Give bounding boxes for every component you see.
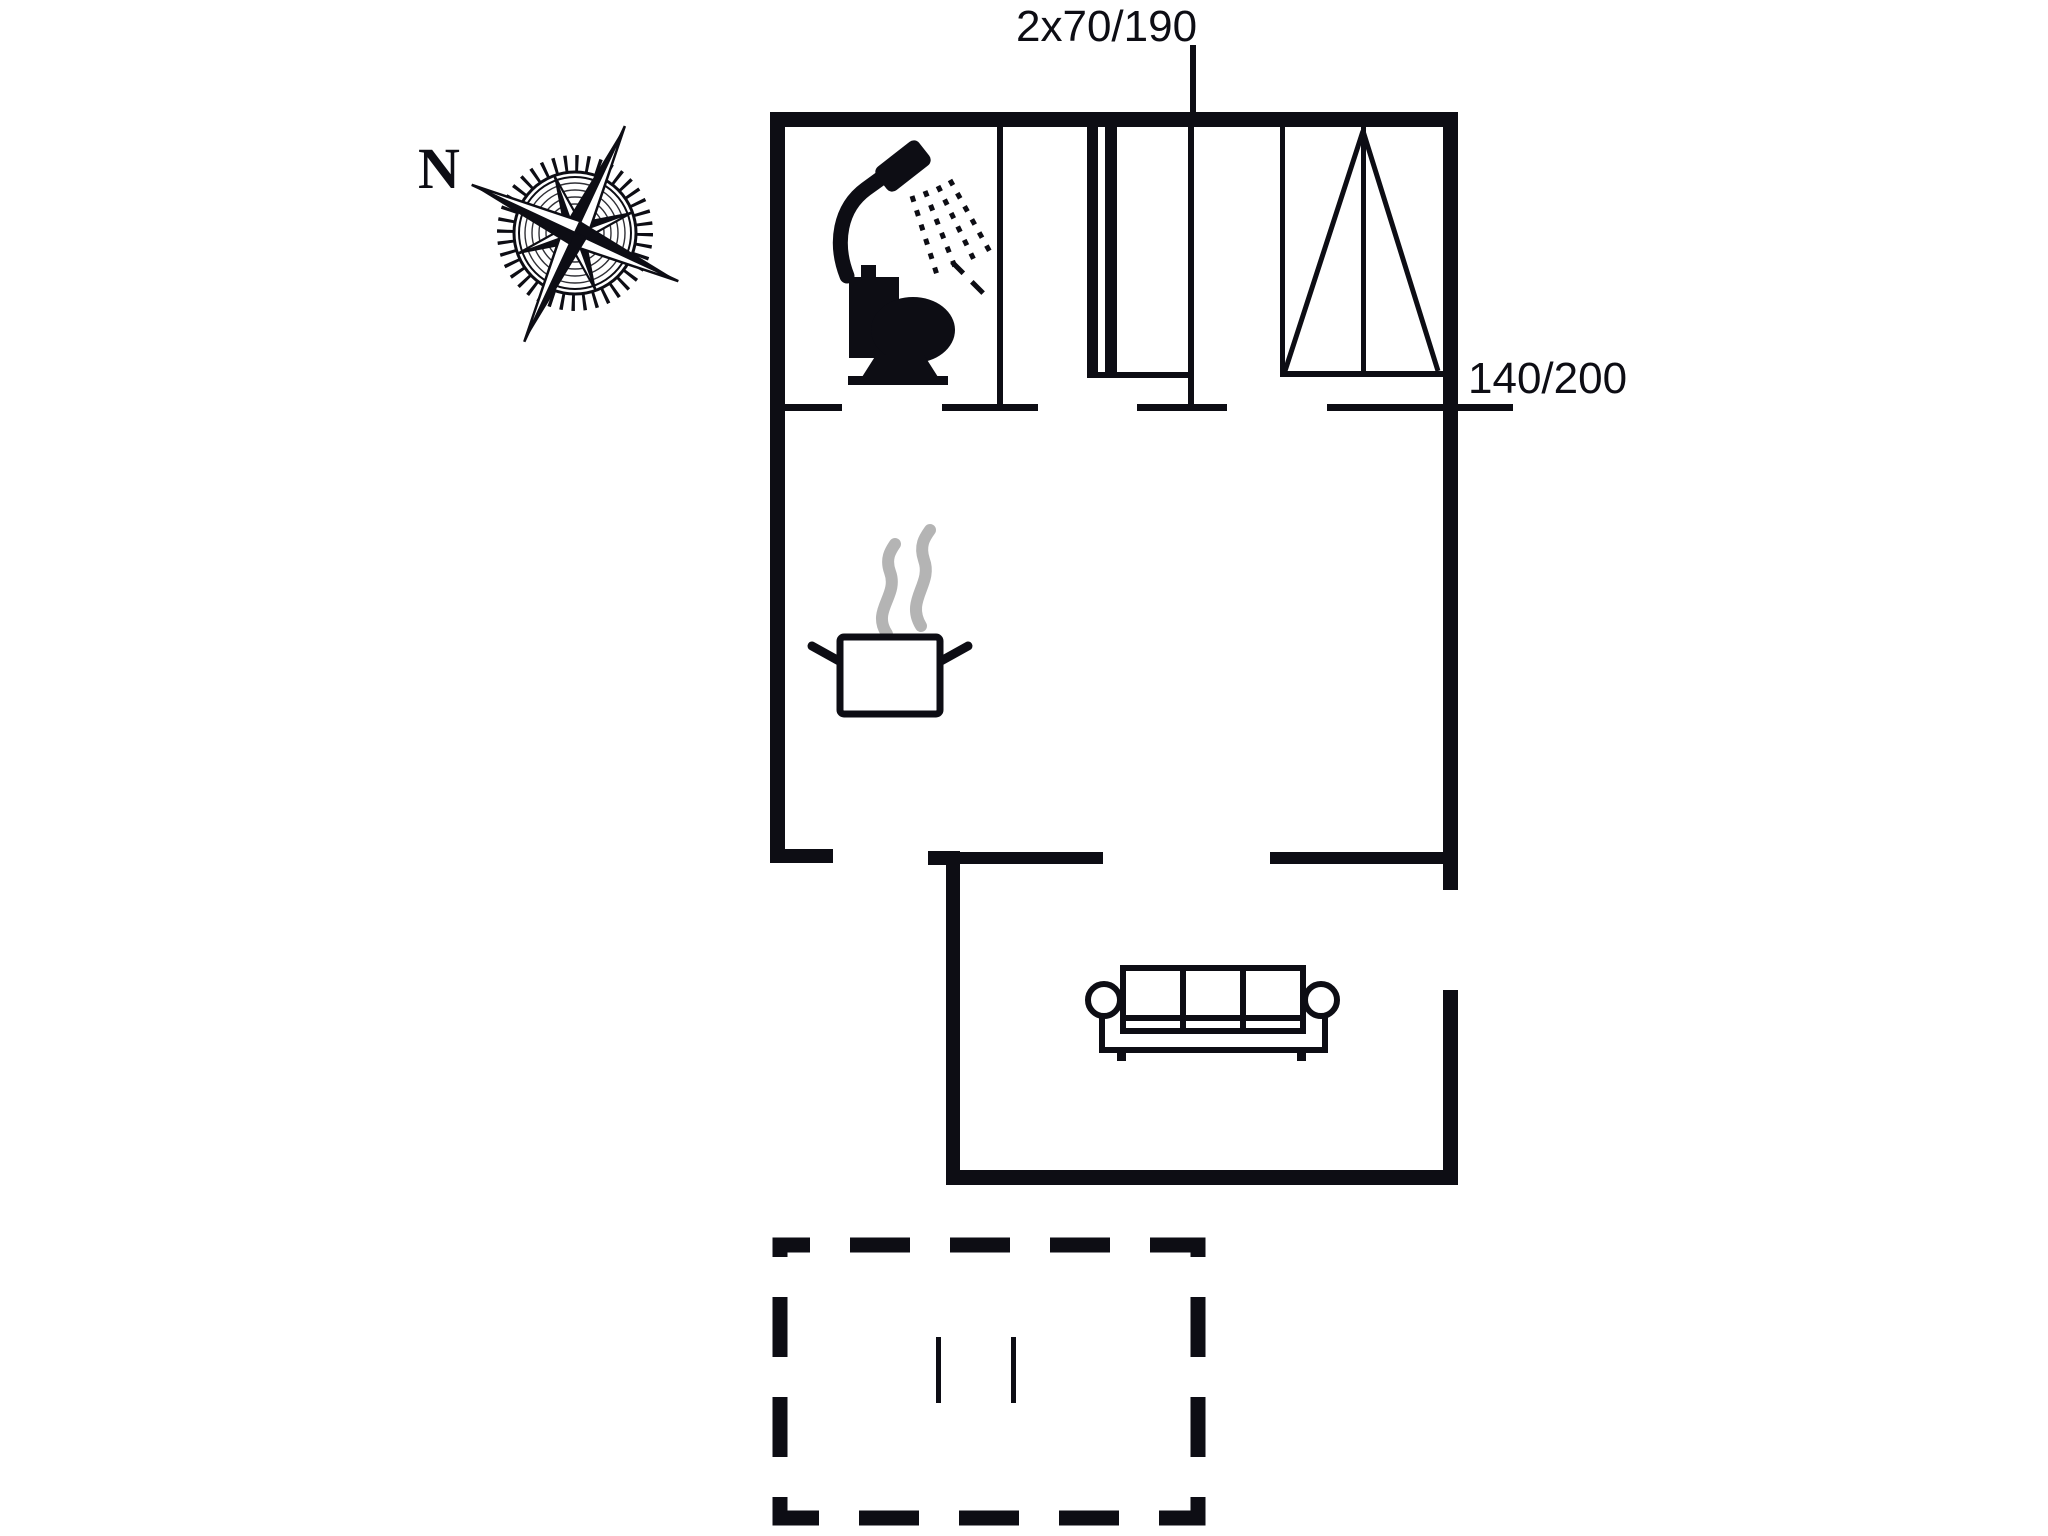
wall-bathroom-bottom-stub (785, 404, 842, 411)
top-window-dimension-label: 2x70/190 (1016, 2, 1197, 51)
toilet-icon (848, 265, 955, 385)
wall-left (770, 112, 785, 863)
right-window-leader-line (1327, 404, 1513, 411)
toilet-button (861, 265, 876, 279)
wall-right-upper (1443, 112, 1458, 890)
shower-head-icon (832, 140, 993, 302)
pot-handle-right (936, 641, 973, 666)
terrace-border (772, 1237, 1206, 1526)
compass-long-points (471, 125, 679, 343)
compass-tick-ring (497, 155, 653, 311)
sofa-backrest (1120, 965, 1306, 1021)
closet-wall-bar-1 (1087, 120, 1098, 377)
toilet-bowl (871, 297, 955, 363)
wall-south-west-stub (770, 849, 833, 863)
wardrobe-left-edge (1280, 127, 1285, 376)
compass-outer-ring (512, 170, 638, 296)
wall-bathroom-bottom-segment (942, 404, 1038, 411)
interior-walls (785, 45, 1513, 411)
outer-walls (770, 112, 1458, 1185)
shower-hose (832, 168, 892, 284)
closet-right-wall-cap (1137, 404, 1227, 411)
wall-divider-right (1270, 852, 1443, 864)
sofa-armrest-left (1085, 981, 1123, 1019)
closet-bottom-line (1087, 372, 1193, 378)
wardrobe-diagonal-right (1360, 130, 1441, 372)
wall-top (770, 112, 1458, 127)
dashed-terrace-outline (772, 1237, 1206, 1526)
sofa-foot-right (1297, 1048, 1306, 1061)
shower-head (875, 140, 931, 192)
steam-curl-left (876, 538, 901, 640)
three-seat-sofa-icon (1085, 965, 1340, 1061)
steaming-pot-icon (807, 524, 973, 718)
wardrobe-diagonal-left (1282, 130, 1366, 372)
compass-rose-icon (471, 125, 679, 343)
toilet-foot (848, 376, 948, 385)
top-window-leader-line (1190, 45, 1196, 115)
sofa-armrest-right (1302, 981, 1340, 1019)
toilet-pedestal (862, 355, 938, 377)
terrace-tick-1 (936, 1337, 941, 1403)
compass-inner-ring (518, 176, 632, 290)
closet-wall-bar-2 (1105, 120, 1117, 377)
wall-right-lower (1443, 990, 1458, 1185)
terrace-tick-2 (1011, 1337, 1016, 1403)
sofa-foot-left (1117, 1048, 1126, 1061)
compass-star (471, 125, 679, 343)
wall-bathroom-right (997, 127, 1003, 408)
steam-curls (876, 524, 936, 640)
wall-divider-left (960, 852, 1103, 864)
wardrobe-center-line (1361, 127, 1366, 376)
wardrobe-bottom-edge (1280, 371, 1443, 377)
wall-living-bottom (946, 1170, 1458, 1185)
north-label: N (418, 136, 460, 201)
wall-living-left (946, 851, 960, 1185)
steam-curl-right (910, 524, 936, 632)
right-window-dimension-label: 140/200 (1468, 354, 1627, 403)
wardrobe-triangle-icon (1280, 127, 1443, 377)
shower-spray (909, 178, 993, 302)
pot-handle-left (807, 641, 844, 666)
sofa-seat-band (1120, 1015, 1306, 1034)
closet-right-wall (1188, 127, 1194, 410)
pot-body (836, 633, 944, 718)
